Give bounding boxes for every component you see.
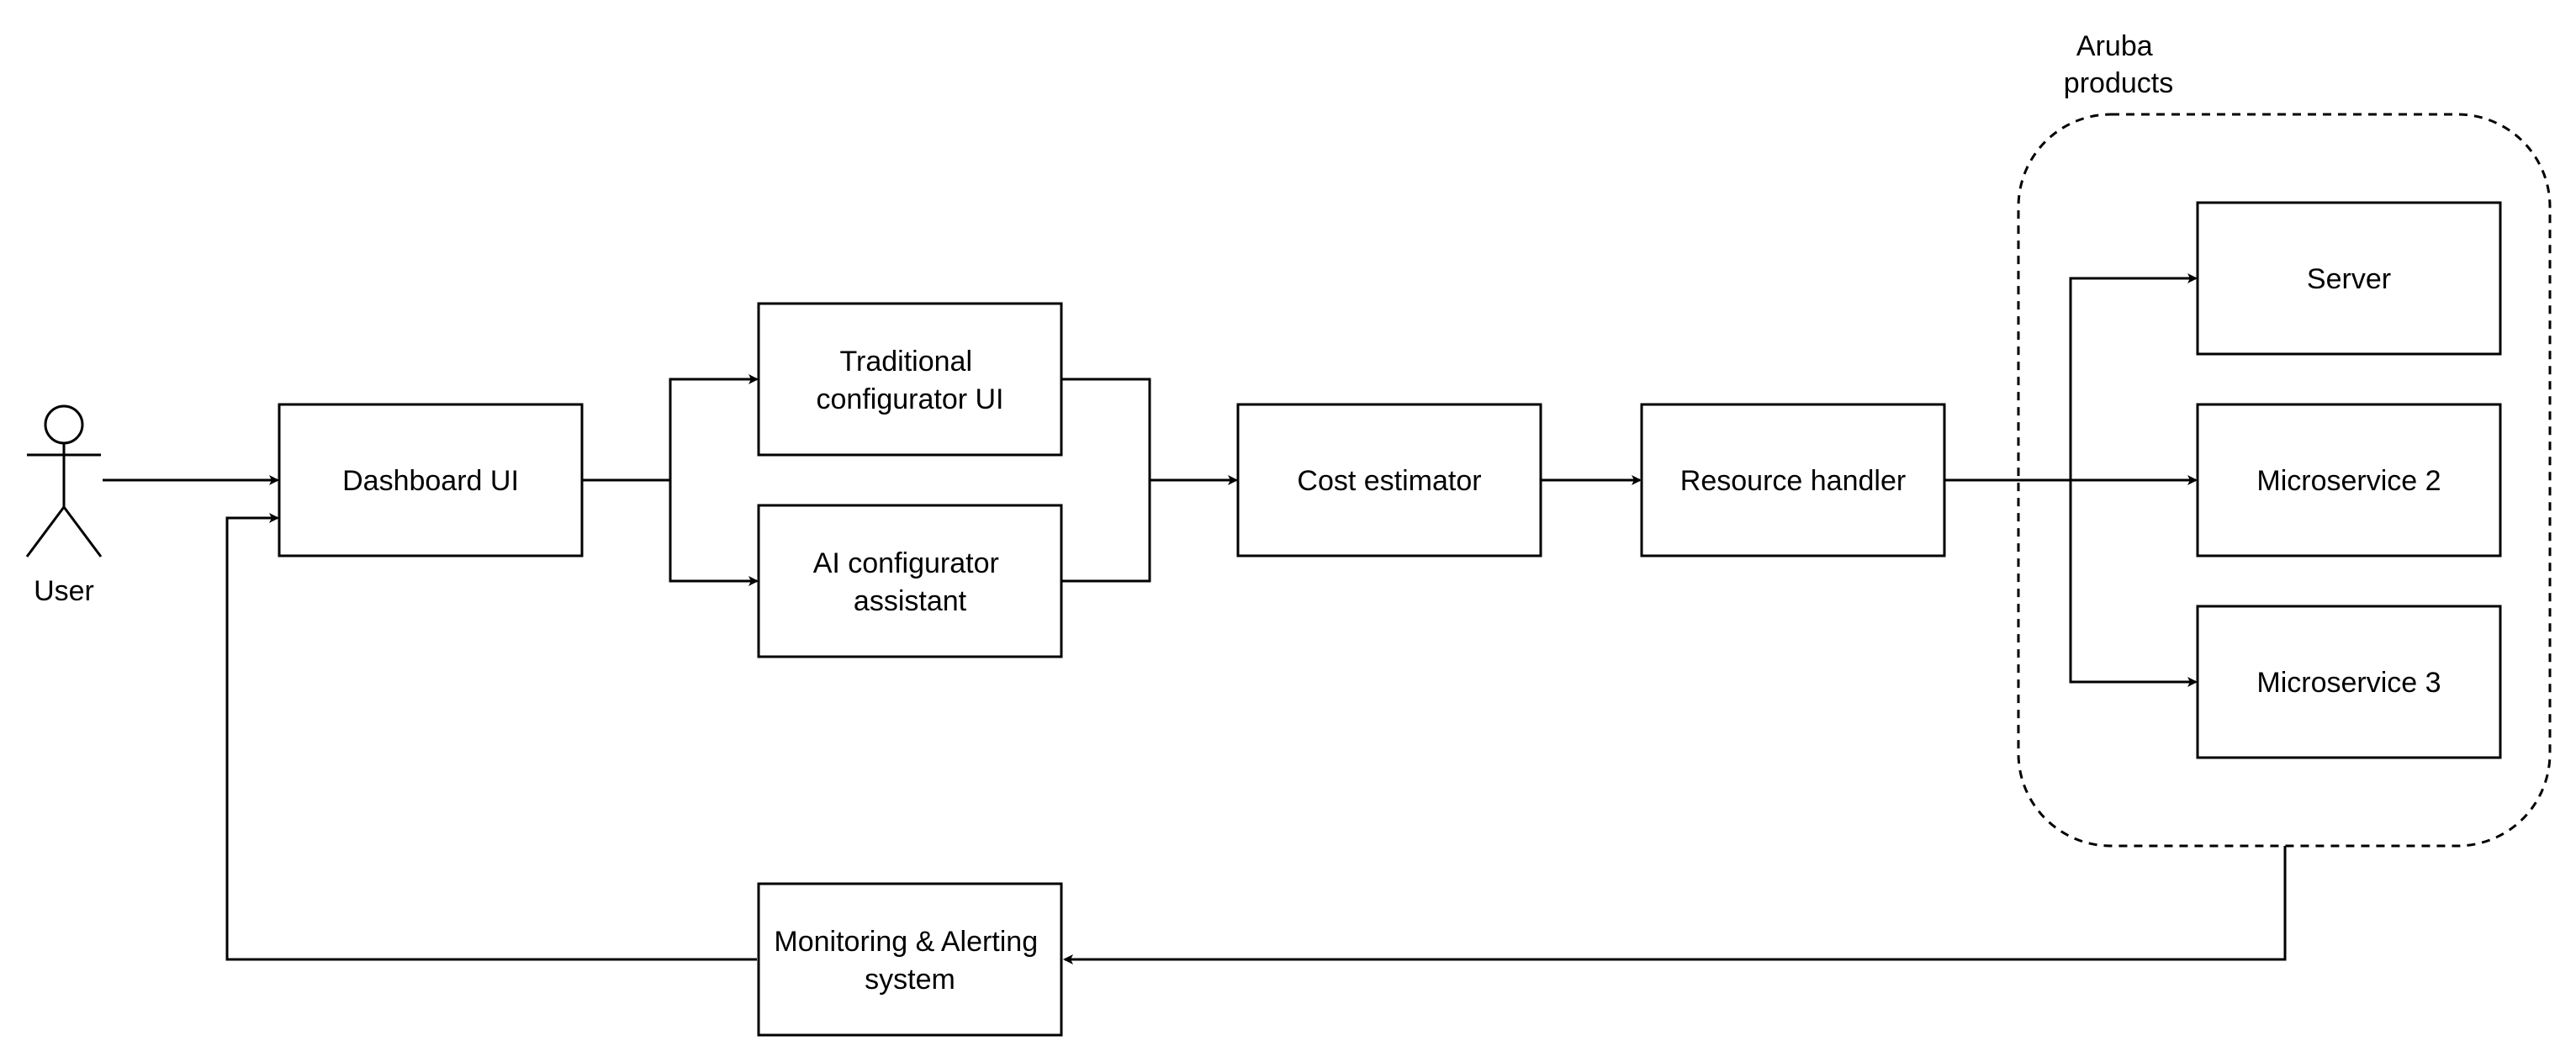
edge-ai-to-cost	[1061, 480, 1151, 583]
user-actor-left-leg	[25, 506, 66, 557]
microservice-3-label: Microservice 3	[2256, 667, 2441, 699]
edge-resource-to-ms3	[2069, 480, 2198, 687]
server-label-line-1: Server	[2307, 263, 2391, 295]
user-actor[interactable]	[25, 404, 103, 557]
server-node[interactable]: Server	[2196, 201, 2502, 356]
traditional-configurator-ui-label: Traditional configurator UI	[817, 346, 1004, 415]
monitoring-alerting-system-label: Monitoring & Alerting system	[774, 926, 1045, 996]
group-title-line-1: Aruba	[2076, 30, 2153, 62]
edge-resource-to-server	[2069, 273, 2198, 480]
user-actor-label: User	[34, 575, 94, 607]
traditional-configurator-ui-label-line-1: Traditional	[840, 346, 972, 378]
microservice-2-label-line-1: Microservice 2	[2256, 465, 2441, 497]
ai-configurator-assistant-label: AI configurator assistant	[813, 547, 1008, 617]
edge-monitoring-to-dashboard	[225, 513, 757, 961]
traditional-configurator-ui-label-line-2: configurator UI	[817, 383, 1004, 415]
ai-configurator-assistant-label-line-1: AI configurator	[813, 547, 999, 579]
dashboard-ui-label-line-1: Dashboard UI	[342, 465, 519, 497]
group-title-line-2: products	[2064, 67, 2173, 99]
monitoring-alerting-system-node[interactable]: Monitoring & Alerting system	[757, 882, 1063, 1037]
resource-handler-label-line-1: Resource handler	[1680, 465, 1906, 497]
resource-handler-label: Resource handler	[1680, 465, 1906, 497]
monitoring-alerting-system-label-line-2: system	[865, 964, 955, 996]
edge-dashboard-to-traditional	[582, 374, 759, 482]
edge-traditional-to-cost	[1061, 378, 1238, 485]
microservice-2-label: Microservice 2	[2256, 465, 2441, 497]
resource-handler-node[interactable]: Resource handler	[1640, 403, 1946, 557]
monitoring-alerting-system-label-line-1: Monitoring & Alerting	[774, 926, 1038, 958]
user-actor-head	[44, 404, 84, 445]
server-label: Server	[2307, 263, 2391, 295]
cost-estimator-label: Cost estimator	[1297, 465, 1481, 497]
cost-estimator-label-line-1: Cost estimator	[1297, 465, 1481, 497]
cost-estimator-node[interactable]: Cost estimator	[1236, 403, 1542, 557]
dashboard-ui-node[interactable]: Dashboard UI	[278, 403, 584, 557]
user-actor-right-leg	[62, 506, 103, 557]
microservice-3-node[interactable]: Microservice 3	[2196, 605, 2502, 759]
aruba-products-group-title: Aruba products	[2064, 30, 2173, 99]
ai-configurator-assistant-label-line-2: assistant	[854, 585, 967, 617]
microservice-3-label-line-1: Microservice 3	[2256, 667, 2441, 699]
edge-dashboard-to-ai	[669, 480, 759, 586]
dashboard-ui-label: Dashboard UI	[342, 465, 519, 497]
aruba-products-group	[2017, 113, 2552, 848]
edge-group-to-monitoring	[1063, 846, 2287, 964]
ai-configurator-assistant-node[interactable]: AI configurator assistant	[757, 504, 1063, 658]
traditional-configurator-ui-node[interactable]: Traditional configurator UI	[757, 302, 1063, 457]
microservice-2-node[interactable]: Microservice 2	[2196, 403, 2502, 557]
